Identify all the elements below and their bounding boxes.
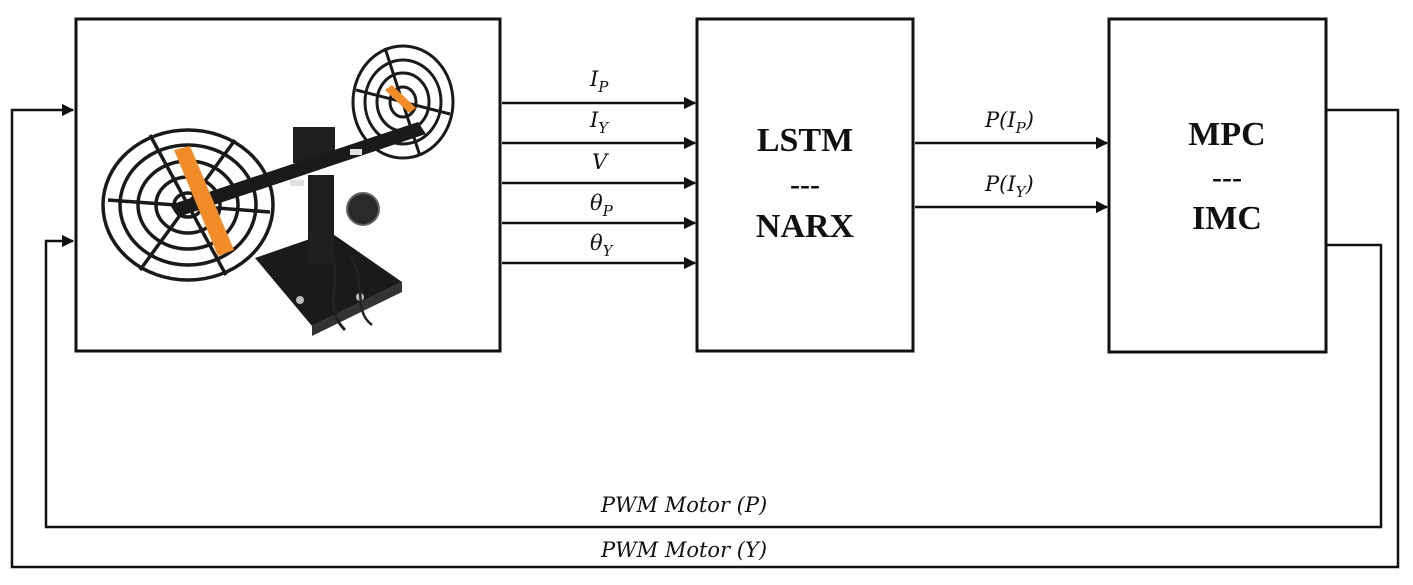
- prediction-label: P(IY): [984, 172, 1034, 201]
- signal-label: θP: [590, 191, 614, 220]
- signal-label: IY: [589, 108, 610, 137]
- feedback-wire-yaw: [10, 103, 1400, 569]
- prediction-label: P(IP): [984, 108, 1034, 137]
- controller-label-mpc: MPC: [1188, 116, 1265, 153]
- controller-separator: ---: [1212, 161, 1242, 194]
- plant-block: [74, 17, 502, 353]
- identifier-block: [695, 17, 915, 353]
- twin-rotor-helicopter-image: [101, 44, 455, 336]
- feedback-wire-pitch: [44, 234, 1383, 529]
- controller-label-imc: IMC: [1192, 200, 1262, 237]
- signal-label: V: [592, 150, 609, 174]
- feedback-label-yaw: PWM Motor (Y): [600, 538, 767, 562]
- identifier-label-narx: NARX: [756, 208, 855, 245]
- signal-label: θY: [590, 231, 615, 260]
- controller-block: [1107, 17, 1328, 354]
- signal-label: IP: [589, 67, 609, 96]
- identifier-label-lstm: LSTM: [757, 122, 853, 159]
- feedback-label-pitch: PWM Motor (P): [600, 493, 767, 517]
- identifier-separator: ---: [790, 168, 820, 201]
